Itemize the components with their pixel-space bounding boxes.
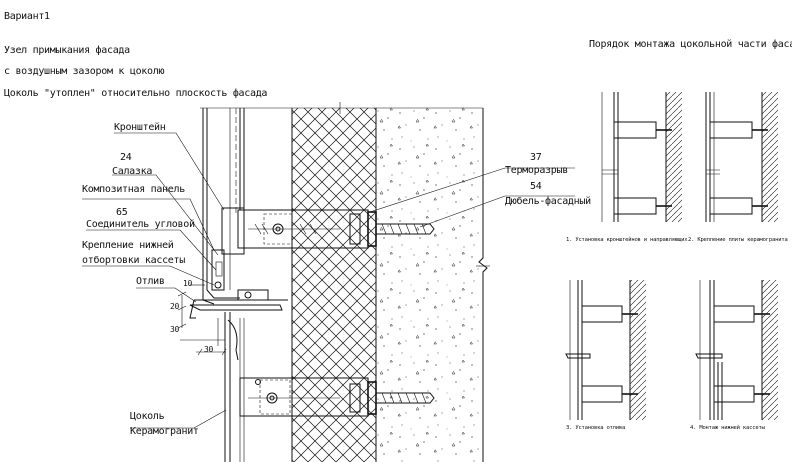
right-title: Порядок монтажа цокольной части фасада: [589, 39, 792, 50]
callout-thermo-number: 37: [530, 152, 542, 163]
insulation: [292, 108, 376, 462]
callout-composite-panel: Композитная панель: [82, 184, 185, 195]
break-line: [478, 108, 488, 462]
callout-slide-number: 24: [120, 152, 132, 163]
step-2-diagram: [705, 92, 778, 222]
step-3-diagram: [565, 280, 646, 420]
dimension-20: 20: [170, 302, 180, 311]
callout-corner-number: 65: [116, 207, 128, 218]
callout-slide: Салазка: [112, 166, 153, 177]
dowel-lower: [375, 392, 435, 404]
callout-bracket: Кронштейн: [114, 122, 166, 133]
dimension-30-horizontal: 30: [204, 345, 214, 354]
step-1-label: 1. Установка кронштейнов и направляющих: [566, 237, 688, 243]
dowel-upper: [375, 223, 435, 235]
callout-fixing-line-2: отбортовки кассеты: [82, 255, 185, 266]
callout-thermo: Терморазрыв: [505, 165, 568, 176]
callout-dowel-number: 54: [530, 181, 542, 192]
drip-profile: [189, 304, 283, 311]
variant-label: Вариант1: [4, 11, 50, 22]
leader-lines: [82, 132, 575, 429]
callout-corner-connector: Соединитель угловой: [86, 219, 195, 230]
title-line-3: Цоколь "утоплен" относительно плоскость …: [4, 88, 268, 99]
step-1-diagram: [601, 92, 682, 222]
callout-plinth-line-1: Цоколь: [130, 411, 165, 422]
callout-drip: Отлив: [136, 276, 165, 287]
callout-dowel: Дюбель-фасадный: [505, 196, 591, 207]
title-line-2: с воздушным зазором к цоколю: [4, 66, 165, 77]
bracket-upper-guide: [221, 207, 245, 255]
step-4-label: 4. Монтаж нижней кассеты: [690, 425, 765, 431]
step-3-label: 3. Установка отлива: [566, 425, 626, 431]
step-4-diagram: [695, 280, 778, 420]
main-section: [177, 102, 490, 462]
concrete-wall: [376, 108, 483, 462]
title-line-1: Узел примыкания фасада: [4, 45, 130, 56]
dimension-30-vertical: 30: [170, 325, 180, 334]
callout-fixing-line-1: Крепление нижней: [82, 240, 174, 251]
step-2-label: 2. Крепление плиты керамогранита: [688, 237, 788, 243]
dimension-10: 10: [183, 279, 193, 288]
callout-plinth-line-2: Керамогранит: [130, 426, 199, 437]
